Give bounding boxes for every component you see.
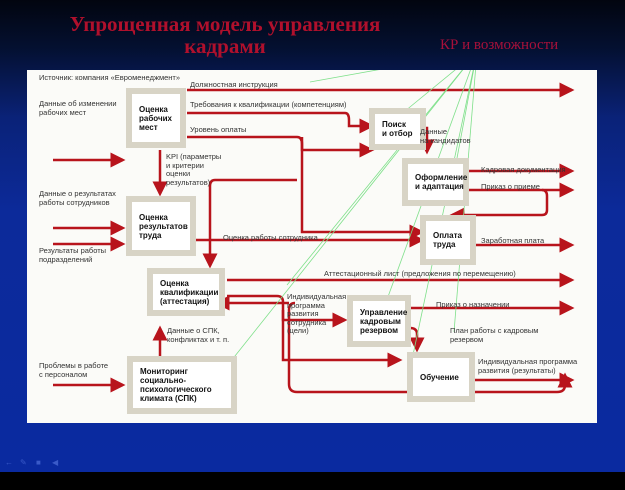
box-perf-eval: Оценка результатов труда [126, 196, 196, 256]
pen-icon[interactable]: ✎ [20, 458, 27, 467]
arrow-left-icon[interactable]: ← [5, 458, 13, 467]
input-results-data: Данные о результатах работы сотрудников [39, 189, 116, 207]
label-hr-docs: Кадровая документация [481, 165, 566, 174]
label-dev-goals: Индивидуальная программа развития сотруд… [287, 292, 347, 335]
arrow-to-training [281, 310, 403, 368]
box-pay: Оплата труда [420, 215, 476, 265]
input-unit-results: Результаты работы подразделений [39, 246, 107, 264]
box-climate: Мониторинг социально- психологического к… [127, 356, 237, 414]
label-kpi: KPI (параметры и критерии оценки результ… [166, 152, 222, 187]
label-spk-data: Данные о СПК, конфликтах и т. п. [167, 326, 230, 344]
arrow-hiring-loop [449, 188, 549, 223]
label-pay-level: Уровень оплаты [190, 125, 247, 134]
box-onboarding: Оформление и адаптация [402, 158, 469, 206]
box-search: Поиск и отбор [369, 108, 426, 150]
label-employee-eval: Оценка работы сотрудника [223, 233, 318, 242]
label-salary: Заработная плата [481, 236, 545, 245]
box-job-eval: Оценка рабочих мест [126, 88, 186, 148]
label-dev-results: Индивидуальная программа развития (резул… [478, 357, 578, 375]
label-attestation-sheet: Аттестационный лист (предложения по пере… [324, 269, 516, 278]
label-appointment: Приказ о назначении [436, 300, 510, 309]
slide: Упрощенная модель управления кадрами КР … [0, 0, 625, 472]
input-staff-problems: Проблемы в работе с персоналом [39, 361, 109, 379]
label-candidates: Данные на кандидатов [420, 127, 471, 145]
menu-icon[interactable]: ■ [36, 458, 41, 467]
box-training: Обучение [407, 352, 475, 402]
label-reserve-plan: План работы с кадровым резервом [450, 326, 539, 344]
slide-title: Упрощенная модель управления кадрами [69, 12, 381, 58]
arrow-pay-branch [300, 137, 375, 158]
box-qual-eval: Оценка квалификации (аттестация) [147, 268, 225, 316]
label-job-description: Должностная инструкция [190, 80, 278, 89]
source-note: Источник: компания «Евроменеджмент» [39, 73, 181, 82]
input-job-changes: Данные об изменении рабочих мест [39, 99, 117, 117]
label-qual-requirements: Требования к квалификации (компетенциям) [190, 100, 347, 109]
arrow-back-to-qual [287, 301, 573, 394]
diagram-panel: Источник: компания «Евроменеджмент» Оцен… [27, 70, 597, 423]
arrow-qual-req [187, 111, 375, 134]
speaker-icon[interactable]: ◀ [52, 458, 59, 467]
box-reserve: Управление кадровым резервом [347, 295, 411, 347]
flow-lines [53, 70, 575, 394]
arrow-to-qual [202, 178, 297, 269]
annotation-label: КР и возможности [440, 37, 559, 53]
arrow-reserve-plan [409, 326, 425, 353]
label-hiring-order: Приказ о приеме [481, 182, 540, 191]
